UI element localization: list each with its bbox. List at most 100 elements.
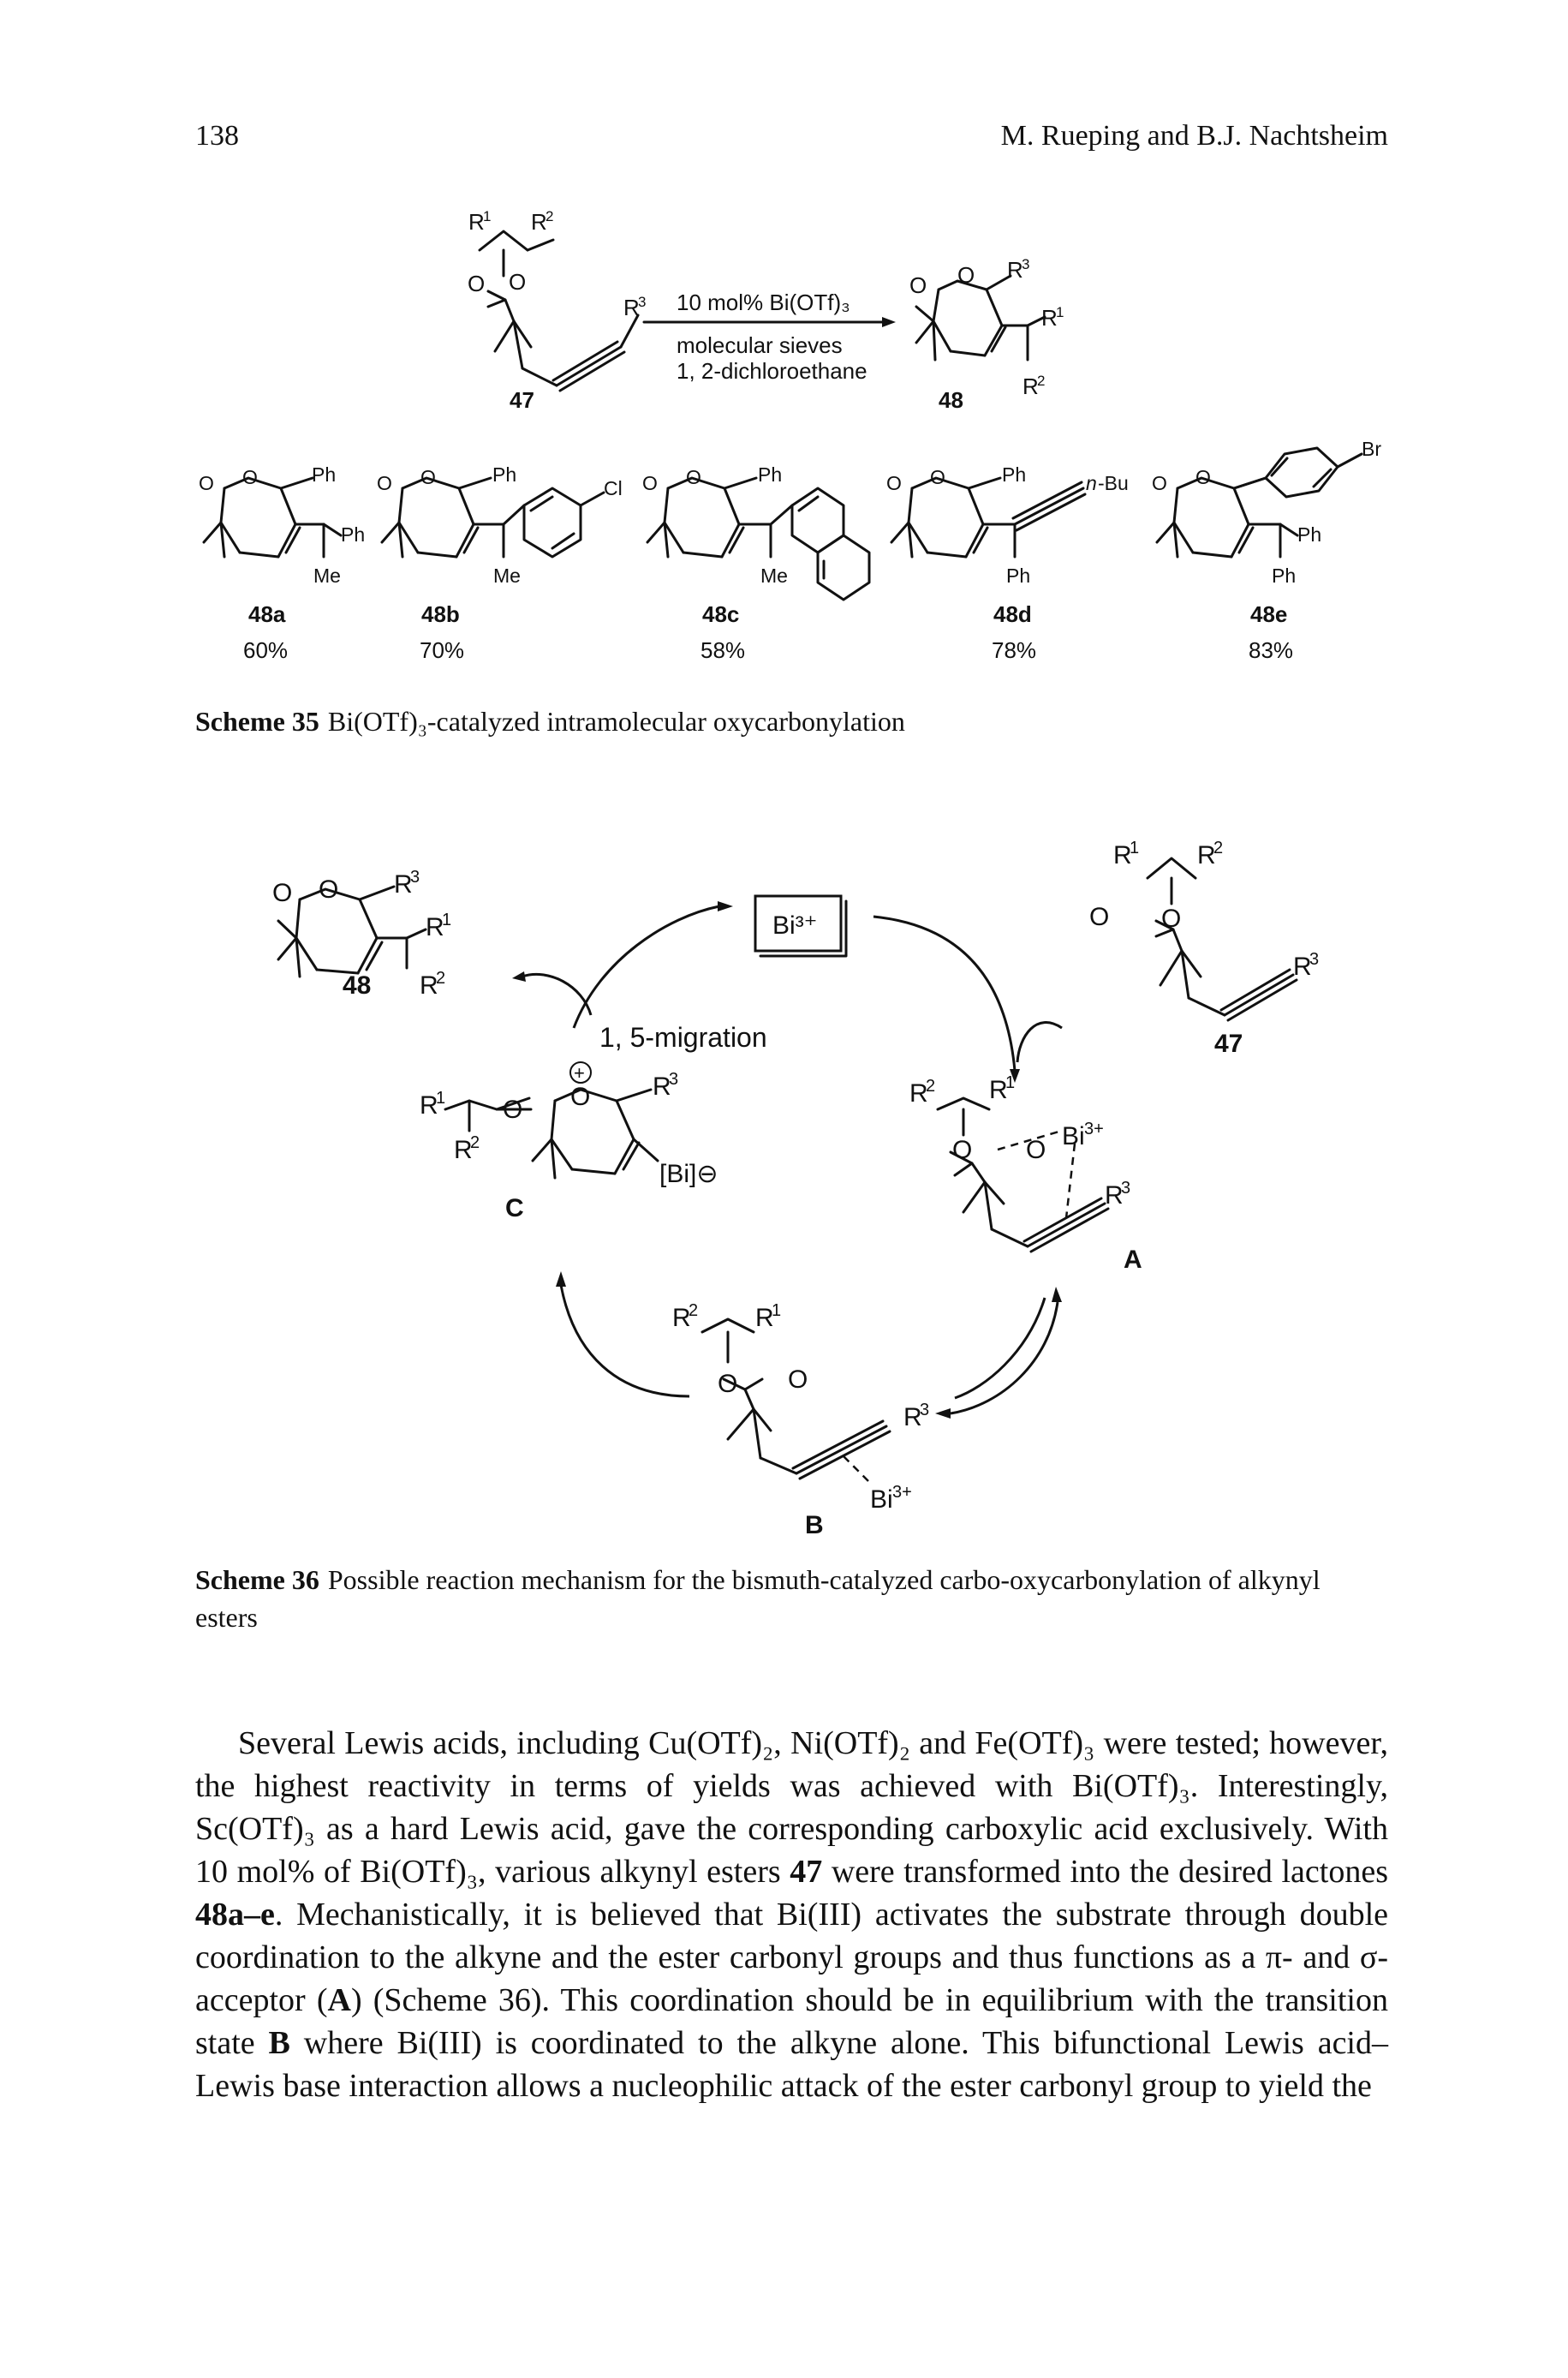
body-ref-47: 47	[790, 1854, 823, 1890]
body-ref-48a-e: 48a–e	[195, 1897, 275, 1933]
svg-text:R: R	[1197, 841, 1216, 869]
svg-text:+: +	[574, 1062, 585, 1084]
svg-text:R: R	[531, 209, 547, 235]
svg-text:2: 2	[470, 1133, 480, 1152]
svg-text:1: 1	[483, 208, 491, 224]
svg-text:1: 1	[1130, 839, 1139, 857]
svg-text:O: O	[686, 466, 701, 488]
svg-text:O: O	[909, 272, 927, 298]
svg-text:3: 3	[1121, 1179, 1130, 1198]
svg-text:n: n	[1086, 472, 1097, 494]
page-number: 138	[195, 120, 239, 152]
svg-text:R: R	[1105, 1181, 1124, 1210]
product-label: 48	[939, 387, 963, 413]
product-48b-yield: 70%	[420, 637, 464, 663]
svg-text:3: 3	[1022, 256, 1029, 272]
svg-text:O: O	[1152, 472, 1167, 494]
svg-text:2: 2	[1213, 839, 1223, 857]
product-48b-label: 48b	[421, 601, 460, 627]
svg-text:R: R	[1007, 257, 1023, 283]
svg-text:O: O	[377, 472, 392, 494]
svg-text:2: 2	[436, 969, 445, 988]
svg-text:O: O	[718, 1370, 737, 1398]
svg-text:R: R	[394, 870, 413, 899]
scheme-35-caption-label: Scheme 35	[195, 706, 319, 737]
svg-text:O: O	[930, 466, 945, 488]
svg-text:3+: 3+	[892, 1483, 912, 1502]
body-text-part-4: ) (Scheme 36). This coordination should …	[195, 1982, 1388, 2061]
svg-text:O: O	[570, 1083, 590, 1111]
cycle-product-label: 48	[343, 971, 371, 1000]
svg-text:Ph: Ph	[341, 523, 365, 546]
svg-text:Ph: Ph	[1297, 523, 1321, 546]
svg-text:R: R	[1022, 373, 1039, 399]
counterion-label: [Bi]⊖	[659, 1160, 718, 1188]
substrate-label: 47	[510, 387, 534, 413]
running-header-authors: M. Rueping and B.J. Nachtsheim	[1000, 120, 1388, 152]
svg-text:O: O	[642, 472, 658, 494]
svg-text:O: O	[952, 1136, 972, 1164]
svg-text:1: 1	[1056, 304, 1064, 320]
scheme-36-caption-label: Scheme 36	[195, 1564, 319, 1595]
svg-text:R: R	[1293, 953, 1312, 981]
product-48e-label: 48e	[1250, 601, 1287, 627]
svg-text:2: 2	[689, 1301, 698, 1320]
svg-text:R: R	[903, 1403, 922, 1431]
svg-text:Me: Me	[313, 565, 341, 587]
scheme-36-graphic: Bi³⁺ 1, 5-migration	[272, 839, 1319, 1539]
svg-text:Ph: Ph	[1002, 463, 1026, 486]
svg-text:-Bu: -Bu	[1098, 472, 1129, 494]
svg-text:R: R	[755, 1304, 774, 1332]
svg-text:R: R	[1113, 841, 1132, 869]
svg-text:O: O	[1195, 466, 1211, 488]
svg-text:Me: Me	[760, 565, 788, 587]
svg-text:O: O	[468, 271, 485, 296]
svg-text:Ph: Ph	[758, 463, 782, 486]
svg-text:R: R	[468, 209, 485, 235]
svg-text:2: 2	[926, 1077, 935, 1096]
svg-text:3+: 3+	[1084, 1120, 1104, 1138]
svg-text:2: 2	[1037, 373, 1045, 389]
body-text-part-2: were transformed into the desired lacton…	[822, 1854, 1389, 1890]
svg-text:O: O	[199, 472, 214, 494]
body-text-part-5: where Bi(III) is coordinated to the alky…	[195, 2025, 1388, 2104]
svg-text:R: R	[426, 913, 444, 941]
migration-label: 1, 5-migration	[599, 1022, 767, 1053]
product-48d-label: 48d	[993, 601, 1032, 627]
svg-text:3: 3	[1309, 950, 1319, 969]
svg-text:3: 3	[410, 868, 420, 887]
svg-text:Cl: Cl	[604, 477, 623, 499]
product-48c-yield: 58%	[701, 637, 745, 663]
svg-text:1: 1	[442, 911, 451, 929]
product-48a-label: 48a	[248, 601, 286, 627]
intermediate-A-label: A	[1124, 1246, 1142, 1274]
svg-text:3: 3	[669, 1070, 678, 1089]
product-48c-label: 48c	[702, 601, 739, 627]
svg-text:Ph: Ph	[492, 463, 516, 486]
condition-solvent: 1, 2-dichloroethane	[677, 358, 867, 384]
svg-text:O: O	[319, 875, 338, 904]
condition-additive: molecular sieves	[677, 332, 843, 358]
svg-text:3: 3	[920, 1401, 929, 1419]
svg-text:R: R	[623, 295, 640, 320]
svg-text:Br: Br	[1362, 438, 1381, 460]
svg-text:Ph: Ph	[1272, 565, 1296, 587]
svg-text:R: R	[420, 971, 438, 1000]
body-ref-B: B	[268, 2025, 290, 2061]
svg-text:Bi: Bi	[870, 1485, 893, 1514]
svg-text:O: O	[886, 472, 902, 494]
svg-text:3: 3	[638, 294, 646, 310]
svg-text:R: R	[989, 1076, 1008, 1104]
svg-text:O: O	[242, 466, 258, 488]
svg-text:O: O	[957, 262, 975, 288]
svg-text:O: O	[788, 1365, 808, 1394]
intermediate-C-label: C	[505, 1194, 524, 1222]
svg-text:R: R	[672, 1304, 691, 1332]
svg-text:1: 1	[436, 1089, 445, 1108]
body-text-part-1: Several Lewis acids, including Cu(OTf)₂,…	[195, 1725, 1388, 1890]
svg-text:Bi: Bi	[1062, 1122, 1085, 1150]
cycle-substrate-label: 47	[1214, 1030, 1243, 1058]
